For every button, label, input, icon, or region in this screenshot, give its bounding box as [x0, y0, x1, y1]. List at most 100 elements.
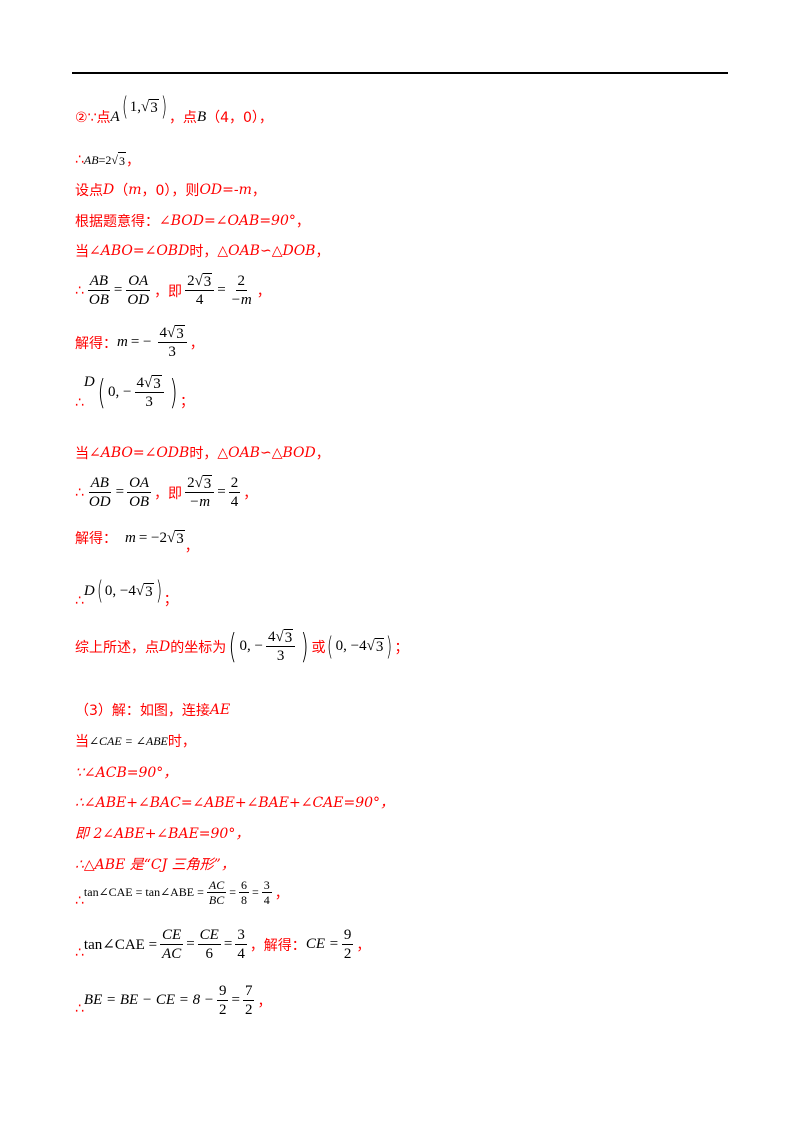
- math: 0, −: [108, 384, 132, 400]
- math: tan∠CAE = tan∠ABE =: [83, 885, 204, 899]
- point-d: D: [83, 582, 95, 599]
- line-9: 当 ∠ABO=∠ODB 时， △OAB∽△BOD ，: [75, 443, 330, 463]
- numerator: AB: [87, 273, 111, 291]
- point-d: D: [83, 374, 95, 390]
- text: ，即: [154, 283, 183, 300]
- denominator: 4: [263, 893, 270, 907]
- var-m: m: [238, 182, 252, 198]
- var-m: m: [125, 529, 136, 546]
- math: =: [231, 992, 240, 1008]
- numerator: 2: [228, 475, 241, 493]
- text: ，: [125, 153, 140, 169]
- numerator: 3: [261, 878, 272, 893]
- numerator: AB: [88, 475, 111, 493]
- denominator: OB: [88, 292, 109, 308]
- numerator: 2√3: [185, 272, 215, 291]
- math: 2: [105, 152, 112, 167]
- text: ，: [184, 539, 199, 555]
- point-a: A: [110, 108, 120, 125]
- math: 0, −: [239, 638, 263, 654]
- numerator: OA: [127, 475, 152, 493]
- radicand: 3: [374, 638, 385, 655]
- numerator: 4√3: [157, 324, 187, 343]
- text: 设点: [75, 183, 103, 199]
- text: ，: [256, 283, 271, 300]
- math: AB: [83, 152, 99, 167]
- numerator: 4√3: [134, 374, 164, 393]
- numerator: 2√3: [185, 474, 215, 493]
- math: 0, −4: [104, 582, 136, 599]
- coef: 2: [187, 273, 195, 289]
- point-a-coord: (1, √3): [121, 92, 167, 122]
- line-3: 设点 D （ m ，0），则 OD =- m ，: [75, 180, 266, 200]
- denominator: OD: [127, 292, 150, 308]
- segment-od: OD: [199, 182, 223, 198]
- denominator: 3: [168, 344, 176, 360]
- therefore-symbol: ∴: [75, 892, 84, 909]
- therefore-symbol: ∴: [75, 394, 84, 411]
- text: ∴∠ABE+∠BAC=∠ABE+∠BAE+∠CAE=90°，: [75, 795, 395, 811]
- angle-equation: ∠ABO=∠OBD: [89, 243, 190, 259]
- denominator: AC: [162, 946, 182, 962]
- coef: 4: [267, 629, 276, 645]
- numerator: 7: [242, 983, 255, 1001]
- text: 解得：: [75, 531, 117, 547]
- denominator: 3: [145, 394, 153, 410]
- angle-equation: ∠CAE = ∠ABE: [89, 733, 168, 748]
- therefore-symbol: ∴: [75, 593, 84, 609]
- text: 当: [75, 244, 89, 260]
- text: 当: [75, 734, 89, 750]
- similarity: △OAB∽△DOB: [217, 243, 316, 259]
- denominator: OB: [129, 494, 150, 510]
- numerator: 9: [341, 927, 354, 945]
- text: ；: [180, 393, 194, 410]
- angle-equation: ∠BOD=∠OAB=90°: [159, 213, 296, 229]
- radicand: 3: [144, 582, 154, 600]
- radicand: 3: [202, 475, 213, 492]
- line-5: 当 ∠ABO=∠OBD 时， △OAB∽△DOB ，: [75, 241, 329, 261]
- radicand: 3: [175, 529, 185, 547]
- text: ∴△ABE 是“CJ 三角形”，: [75, 857, 235, 873]
- therefore-symbol: ∴: [75, 152, 84, 168]
- text: 综上所述，点: [75, 639, 159, 656]
- numerator: OA: [126, 273, 151, 291]
- text: 时，: [189, 446, 218, 462]
- therefore-symbol: ∴: [75, 282, 84, 299]
- header-rule: [72, 72, 728, 74]
- text: ，解得：: [249, 937, 306, 954]
- var-m: m: [117, 334, 128, 350]
- line-17: ∴∠ABE+∠BAC=∠ABE+∠BAE+∠CAE=90°，: [75, 792, 394, 812]
- line-1: ②∵点 A (1, √3) ，点 B （4，0），: [75, 94, 273, 130]
- line-15: 当 ∠CAE = ∠ABE 时，: [75, 731, 196, 751]
- math: 3: [117, 151, 126, 168]
- text: 的坐标为: [170, 639, 227, 656]
- text: 解得：: [75, 335, 117, 352]
- coef: 2: [187, 475, 195, 491]
- text: 当: [75, 446, 89, 462]
- text: ，0），则: [141, 183, 200, 199]
- denominator: −m: [230, 292, 252, 308]
- text: 根据题意得：: [75, 214, 159, 230]
- angle-equation: ∠ABO=∠ODB: [89, 445, 190, 461]
- radicand: 3: [202, 273, 213, 290]
- denominator: 6: [205, 946, 214, 962]
- point-b: B: [196, 108, 207, 125]
- therefore-symbol: ∴: [75, 944, 84, 961]
- text: ；: [394, 639, 409, 656]
- numerator: AC: [206, 878, 227, 893]
- math: = −: [130, 334, 152, 350]
- math: CE =: [305, 936, 339, 952]
- numerator: 3: [235, 927, 247, 945]
